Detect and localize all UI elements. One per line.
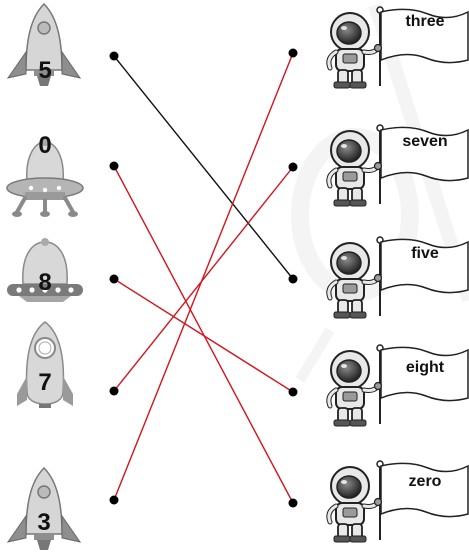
number-label: 8 (38, 269, 51, 296)
right-dot[interactable] (288, 498, 298, 508)
flag-word: three (405, 13, 444, 30)
right-dot[interactable] (288, 274, 298, 284)
left-item-4: 7 (16, 321, 74, 409)
match-line (113, 278, 294, 393)
astronaut-icon (329, 345, 468, 426)
left-dot[interactable] (109, 386, 119, 396)
number-label: 0 (38, 132, 51, 159)
flag-word: seven (402, 133, 447, 150)
left-item-2: 0 (5, 132, 85, 219)
match-line (113, 52, 294, 501)
match-line (113, 166, 294, 392)
left-dots (109, 51, 119, 505)
right-dot[interactable] (288, 48, 298, 58)
flag-word: zero (409, 473, 442, 490)
left-dot[interactable] (109, 495, 119, 505)
left-item-3: 8 (6, 237, 84, 303)
flag-word: eight (406, 359, 445, 376)
flag-word: five (411, 245, 439, 262)
right-item-3: five (329, 237, 468, 318)
right-item-1: three (329, 7, 468, 88)
right-item-5: zero (329, 461, 468, 542)
left-dot[interactable] (109, 274, 119, 284)
left-dot[interactable] (109, 161, 119, 171)
left-item-5: 3 (7, 467, 81, 551)
right-item-4: eight (329, 345, 468, 426)
astronaut-icon (329, 237, 468, 318)
match-lines (113, 52, 294, 504)
number-label: 5 (38, 57, 51, 84)
number-label: 3 (37, 509, 50, 536)
right-dot[interactable] (288, 162, 298, 172)
right-dots (288, 48, 298, 508)
right-dot[interactable] (288, 387, 298, 397)
match-line (113, 55, 294, 280)
left-dot[interactable] (109, 51, 119, 61)
number-label: 7 (38, 369, 51, 396)
left-item-1: 5 (7, 3, 81, 87)
match-line (113, 165, 294, 504)
astronaut-icon (329, 461, 468, 542)
right-item-2: seven (329, 125, 468, 206)
